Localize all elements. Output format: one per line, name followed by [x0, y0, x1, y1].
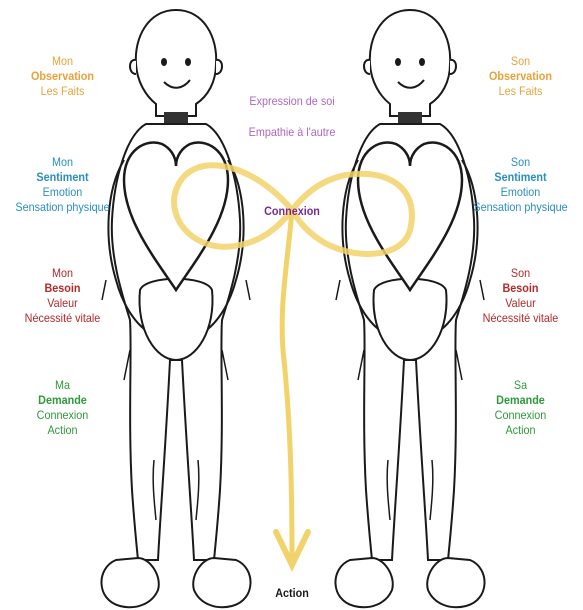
expression-de-soi-label: Expression de soi [238, 94, 346, 108]
left-person-figure [101, 10, 250, 607]
action-arrow [276, 210, 308, 565]
connexion-label: Connexion [247, 204, 337, 218]
right-person-figure [335, 10, 484, 607]
empathie-label: Empathie à l'autre [238, 125, 346, 139]
action-label: Action [265, 586, 319, 600]
